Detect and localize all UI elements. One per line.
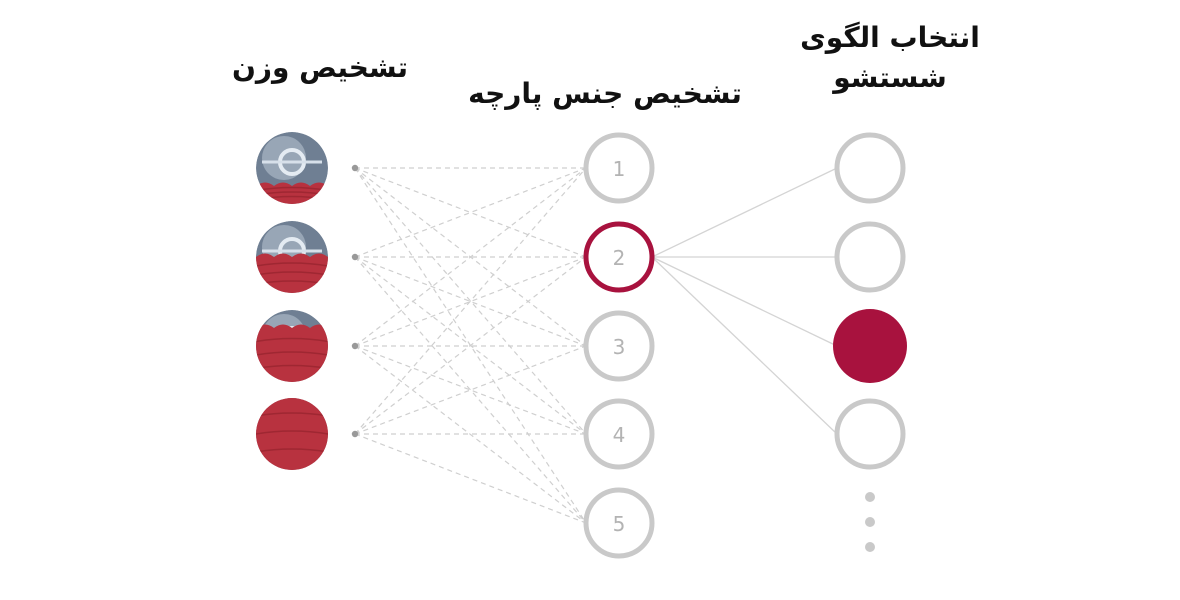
fabric-fold [256,337,328,343]
drum-highlight [262,136,306,180]
fabric-node-circle [583,398,655,470]
wash-pattern-node-selected [833,309,907,383]
fabric-node-label: 2 [613,246,626,270]
weight-level-node [256,310,328,382]
dashed-connection [354,167,587,347]
weight-to-fabric-connections [354,167,587,524]
fabric-node-circle [583,310,655,382]
fabric-type-nodes: 1 2 3 4 5 [583,132,655,559]
more-patterns-ellipsis [865,492,875,552]
fabric-fold [256,271,328,276]
fabric-fold [256,448,328,453]
wash-pattern-node [834,132,906,204]
weight-output-dot [351,164,359,172]
weight-level-node [256,132,328,204]
fabric-fold [256,262,328,267]
weight-detection-title: تشخیص وزن [232,51,408,84]
weight-level-node [256,221,328,293]
solid-connection [651,256,838,347]
fabric-node-label: 5 [613,512,626,536]
fabric-node-label: 1 [613,157,626,181]
fabric-detection-heading: تشخیص جنس پارچه [440,74,770,114]
fabric-node: 1 [583,132,655,204]
fabric-node: 5 [583,487,655,559]
solid-connection [651,167,838,258]
ellipsis-dot [865,517,875,527]
fabric-node-circle [583,132,655,204]
fabric-node-label: 4 [613,423,626,447]
dashed-connection [354,167,587,435]
fabric-node-circle-selected [583,221,655,293]
wash-pattern-title-line1: انتخاب الگوی [800,21,980,54]
fabric-detection-title: تشخیص جنس پارچه [468,77,742,110]
dashed-connection [354,433,587,524]
fabric-to-pattern-connections [651,167,838,435]
dashed-connection [354,256,587,435]
fabric-fold [256,412,328,417]
fabric-node-label: 3 [613,335,626,359]
wash-pattern-node [834,398,906,470]
weight-level-node [256,398,328,470]
ellipsis-dot [865,492,875,502]
weight-output-dot [351,342,359,350]
wash-pattern-node [834,221,906,293]
solid-connection [651,256,838,435]
weight-detection-heading: تشخیص وزن [210,48,430,88]
weight-output-dot [351,253,359,261]
weight-level-nodes [256,132,328,470]
weight-output-dots [351,164,359,438]
fabric-node-circle [583,487,655,559]
fabric-node: 2 [583,221,655,293]
fabric-fold [256,351,328,356]
wash-pattern-heading: انتخاب الگوی شستشو [780,18,1000,98]
weight-output-dot [351,430,359,438]
fabric-node: 4 [583,398,655,470]
ellipsis-dot [865,542,875,552]
fabric-fold [256,430,328,435]
wash-pattern-title-line2: شستشو [833,61,947,94]
wash-pattern-nodes [833,132,907,470]
dashed-connection [354,345,587,524]
fabric-node: 3 [583,310,655,382]
dashed-connection [354,256,587,524]
dashed-connection [354,167,587,435]
